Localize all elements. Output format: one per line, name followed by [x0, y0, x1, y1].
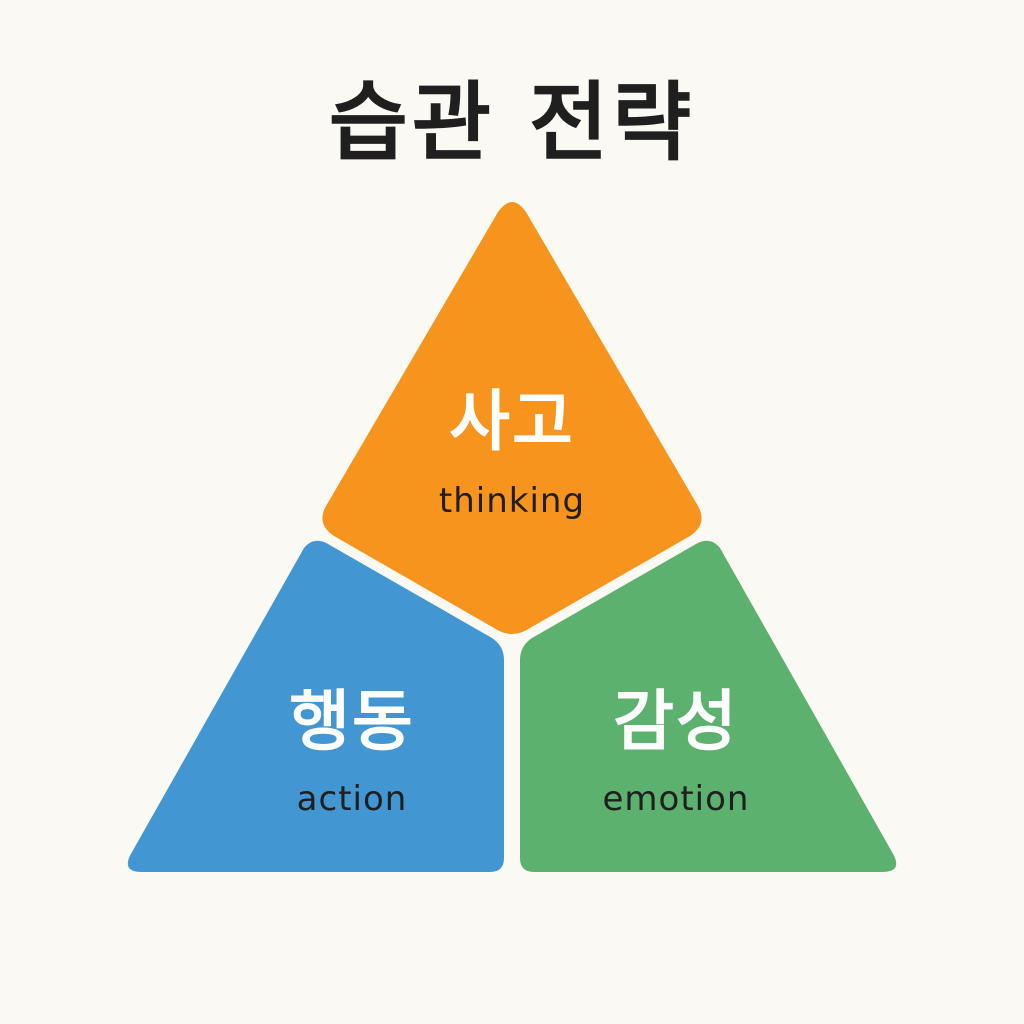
- segment-thinking-label-ko: 사고: [449, 383, 574, 460]
- segment-action: 행동 action: [127, 540, 504, 872]
- segment-emotion-label-en: emotion: [603, 779, 750, 819]
- segment-thinking-shape: [322, 202, 702, 634]
- segment-emotion-label-ko: 감성: [613, 683, 738, 760]
- segment-action-label-en: action: [297, 779, 408, 819]
- segment-thinking: 사고 thinking: [322, 202, 702, 634]
- segment-action-label-ko: 행동: [289, 683, 414, 760]
- segment-thinking-label-en: thinking: [439, 481, 585, 521]
- segment-emotion-shape: [520, 540, 897, 872]
- diagram-title: 습관 전략: [328, 73, 696, 173]
- segment-action-shape: [127, 540, 504, 872]
- segment-emotion: 감성 emotion: [520, 540, 897, 872]
